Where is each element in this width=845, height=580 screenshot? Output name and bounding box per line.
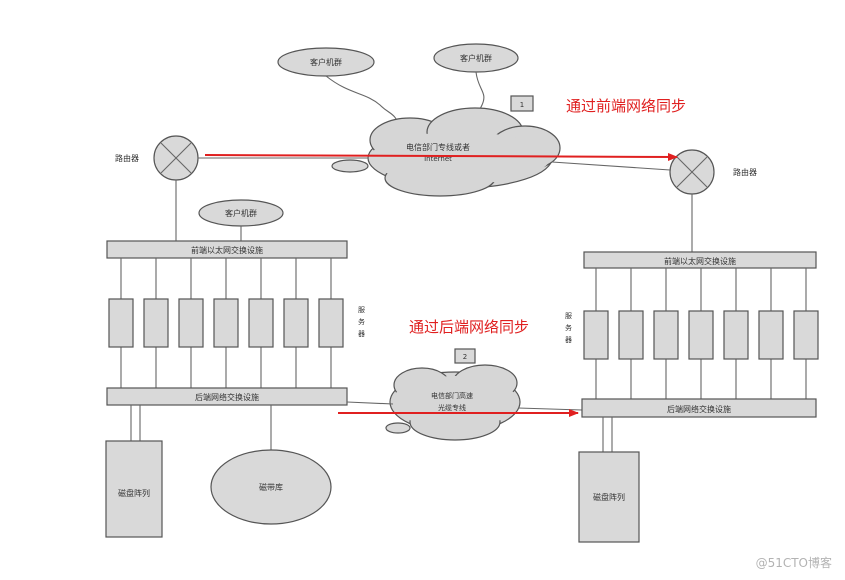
server-group-right-label-2: 务 <box>565 323 572 332</box>
client-group-left: 客户机群 <box>198 199 284 227</box>
server-left-3 <box>178 298 204 348</box>
telecom-cloud-line2: Internet <box>424 155 452 163</box>
server-right-1 <box>583 310 609 360</box>
back-switch-left-to-cloud-link <box>346 401 394 405</box>
front-switch-left-label: 前端以太网交换设施 <box>191 245 263 255</box>
tape-library-label: 磁带库 <box>259 482 283 492</box>
server-group-left <box>108 258 344 388</box>
tape-library: 磁带库 <box>210 449 332 525</box>
server-group-right-label-1: 服 <box>565 312 572 320</box>
watermark: @51CTO博客 <box>756 555 832 570</box>
server-right-6 <box>758 310 784 360</box>
server-group-right-label-3: 器 <box>565 336 572 344</box>
server-right-7 <box>793 310 819 360</box>
server-left-4 <box>213 298 239 348</box>
server-left-6 <box>283 298 309 348</box>
marker-2-label: 2 <box>463 353 467 361</box>
client-group-top-left: 客户机群 <box>277 47 375 77</box>
back-sync-annotation: 通过后端网络同步 <box>409 318 529 336</box>
disk-array-right-label: 磁盘阵列 <box>593 492 625 502</box>
front-switch-left: 前端以太网交换设施 <box>106 240 348 259</box>
marker-1: 1 <box>510 95 534 112</box>
disk-array-left: 磁盘阵列 <box>105 440 163 538</box>
back-switch-right: 后端网络交换设施 <box>581 398 817 418</box>
cloud-to-back-switch-right-link <box>517 407 583 411</box>
client-group-top-right-label: 客户机群 <box>460 53 492 63</box>
client-group-left-label: 客户机群 <box>225 208 257 218</box>
server-left-2 <box>143 298 169 348</box>
client-group-top-left-label: 客户机群 <box>310 57 342 67</box>
disk-array-right: 磁盘阵列 <box>578 451 640 543</box>
client-group-top-right: 客户机群 <box>433 43 519 73</box>
front-switch-right: 前端以太网交换设施 <box>583 251 817 269</box>
front-sync-annotation: 通过前端网络同步 <box>566 97 686 115</box>
server-group-left-label: 服 务 器 <box>358 306 365 338</box>
server-left-1 <box>108 298 134 348</box>
server-left-5 <box>248 298 274 348</box>
router-right: 路由器 <box>669 149 757 195</box>
server-right-3 <box>653 310 679 360</box>
telecom-cloud: 电信部门专线或者 Internet <box>331 107 561 197</box>
back-switch-left-label: 后端网络交换设施 <box>195 392 259 402</box>
router-right-label: 路由器 <box>733 167 757 177</box>
marker-1-label: 1 <box>520 101 524 109</box>
server-group-left-label-1: 服 <box>358 306 365 314</box>
disk-array-left-label: 磁盘阵列 <box>118 488 150 498</box>
marker-2: 2 <box>454 348 476 364</box>
fiber-cloud-line2: 光缆专线 <box>438 403 466 412</box>
telecom-cloud-line1: 电信部门专线或者 <box>406 142 470 152</box>
back-switch-right-label: 后端网络交换设施 <box>667 404 731 414</box>
server-left-7 <box>318 298 344 348</box>
front-sync-arrow <box>204 152 678 161</box>
server-group-right-label: 服 务 器 <box>565 312 572 344</box>
fiber-cloud: 电信部门高速 光缆专线 <box>385 364 521 441</box>
client-top-left-link <box>325 75 401 129</box>
server-group-left-label-2: 务 <box>358 317 365 326</box>
cloud-to-router-right-link <box>551 161 671 171</box>
server-right-2 <box>618 310 644 360</box>
router-left: 路由器 <box>115 135 199 181</box>
server-right-4 <box>688 310 714 360</box>
back-switch-left: 后端网络交换设施 <box>106 387 348 406</box>
fiber-cloud-line1: 电信部门高速 <box>431 391 473 400</box>
server-group-left-label-3: 器 <box>358 330 365 338</box>
server-right-5 <box>723 310 749 360</box>
front-switch-right-label: 前端以太网交换设施 <box>664 256 736 266</box>
router-left-label: 路由器 <box>115 153 139 163</box>
server-group-right <box>583 268 819 399</box>
